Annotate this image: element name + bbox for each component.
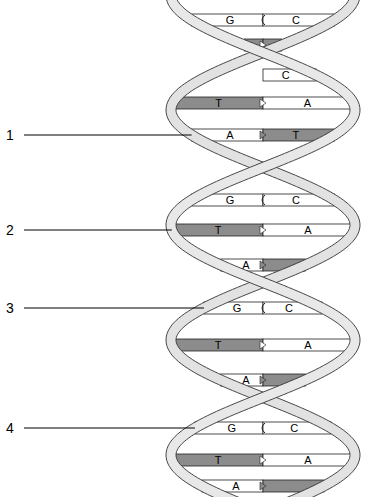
- base-block: [263, 339, 354, 351]
- base-block: [172, 339, 263, 351]
- base-letter: A: [304, 455, 311, 466]
- base-letter: G: [226, 195, 235, 206]
- pair-notch: [260, 456, 266, 464]
- pair-notch: [262, 303, 265, 313]
- base-letter: A: [304, 98, 311, 109]
- pair-notch: [260, 261, 266, 269]
- base-block: [172, 224, 263, 236]
- leader-line: [24, 428, 195, 429]
- backbone-strand: [166, 0, 360, 497]
- leader-line: [24, 230, 172, 231]
- leader-line: [24, 308, 204, 309]
- base-letter: T: [293, 130, 300, 141]
- base-letter: G: [228, 423, 237, 434]
- base-letter: C: [292, 195, 300, 206]
- base-block: [172, 454, 263, 466]
- leader-line: [24, 135, 192, 136]
- base-block: [263, 224, 354, 236]
- pair-notch: [262, 423, 265, 433]
- backbone-strand: [166, 0, 360, 497]
- callout-number: 3: [6, 301, 14, 315]
- base-letter: A: [232, 481, 239, 492]
- base-letter: A: [242, 375, 249, 386]
- pair-notch: [260, 131, 266, 139]
- base-block: [173, 97, 263, 109]
- pair-notch: [262, 15, 265, 25]
- pair-notch: [260, 376, 266, 384]
- base-letter: C: [282, 70, 290, 81]
- base-letter: G: [226, 15, 235, 26]
- base-letter: A: [304, 225, 311, 236]
- base-letter: A: [226, 130, 233, 141]
- base-letter: T: [215, 225, 222, 236]
- base-letter: C: [285, 303, 293, 314]
- base-letter: T: [215, 340, 222, 351]
- base-block: [263, 97, 353, 109]
- pair-notch: [260, 482, 266, 490]
- pair-notch: [262, 195, 265, 205]
- base-letter: G: [233, 303, 242, 314]
- base-letter: A: [242, 260, 249, 271]
- base-letter: T: [215, 98, 222, 109]
- pair-notch: [260, 99, 266, 107]
- callout-number: 1: [6, 128, 14, 142]
- base-letter: A: [304, 340, 311, 351]
- callout-number: 4: [6, 421, 14, 435]
- base-letter: C: [290, 423, 298, 434]
- callout-number: 2: [6, 223, 14, 237]
- base-block: [263, 454, 354, 466]
- pair-notch: [260, 226, 266, 234]
- base-letter: T: [215, 455, 222, 466]
- base-letter: C: [292, 15, 300, 26]
- pair-notch: [260, 341, 266, 349]
